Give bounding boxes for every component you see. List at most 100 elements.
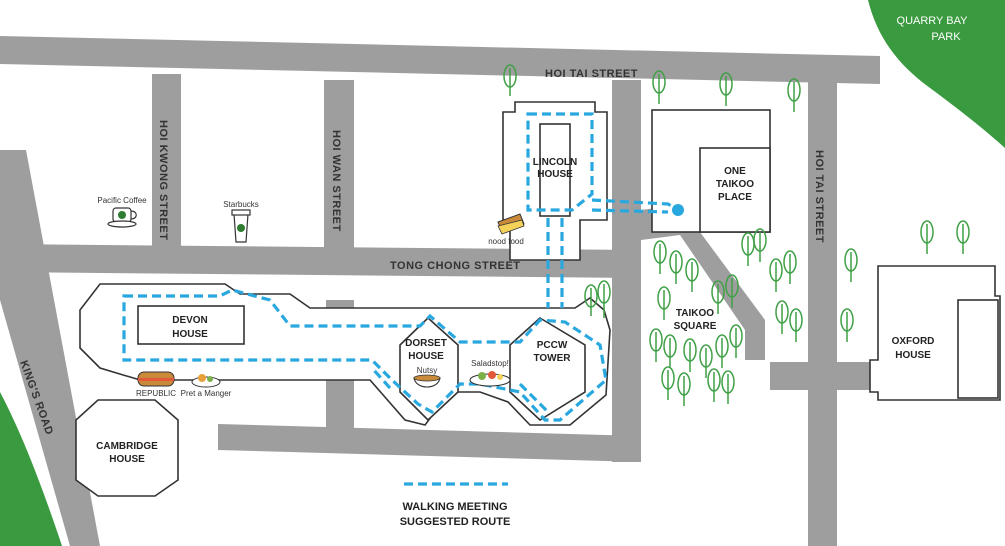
food-icons [107,207,525,388]
taikoo-square-label-1: TAIKOO [676,308,714,319]
tree-icon [503,64,517,96]
nood-food-label: nood food [488,237,524,246]
hoi-tai-street-label: HOI TAI STREET [545,68,638,80]
tree-icon [920,220,934,254]
oxford-link-road [770,362,870,390]
south-road [218,424,641,462]
legend-line-1: WALKING MEETING [402,501,507,513]
pccw-tower-label-2: TOWER [533,353,571,364]
one-taikoo-place [699,147,771,233]
tree-icon [769,258,783,292]
starbucks-label: Starbucks [223,200,259,209]
republic-label: REPUBLIC [136,389,176,398]
one-taikoo-label-1: ONE [724,166,746,177]
tree-icon [715,334,729,368]
saladstop-label: Saladstop! [471,359,509,368]
bowl-icon [413,374,441,388]
devon-house-label-2: HOUSE [172,329,208,340]
quarry-bay-park-label-2: PARK [931,31,961,43]
tree-icon [669,250,683,284]
tree-icon [719,72,733,106]
oxford-house-annex [957,299,999,399]
tree-icon [707,368,721,402]
cambridge-house [75,399,179,497]
trees [503,64,970,406]
tree-icon [597,280,611,318]
legend: WALKING MEETING SUGGESTED ROUTE [400,482,511,528]
dorset-house-label-1: DORSET [405,338,447,349]
salad-plate-icon [469,371,511,387]
hoi-tai-street-vertical-label: HOI TAI STREET [813,150,825,243]
taikoo-square-label-2: SQUARE [674,321,717,332]
hoi-tai-street-vertical-road [808,80,837,546]
coffee-cup-icon [107,207,137,228]
tree-icon [844,248,858,282]
food-plate-icon [191,374,221,388]
tree-icon [652,70,666,104]
quarry-bay-park-label-1: QUARRY BAY [897,15,969,27]
pccw-tower-label-1: PCCW [537,340,568,351]
route-to-one-taikoo [591,198,679,214]
lincoln-house-label-1: LINCOLN [533,157,577,168]
tree-icon [783,250,797,284]
route-end-marker [672,204,684,216]
tree-icon [721,370,735,404]
cambridge-house-label-2: HOUSE [109,454,145,465]
one-taikoo-label-2: TAIKOO [716,179,754,190]
nutsy-label: Nutsy [417,366,437,375]
cambridge-house-label-1: CAMBRIDGE [96,441,158,452]
buildings [75,101,1001,497]
route-link-bridge [546,218,564,308]
kings-road [0,150,100,546]
tree-icon [787,78,801,112]
tree-icon [699,344,713,378]
tree-icon [840,308,854,342]
oxford-house-label-2: HOUSE [895,350,931,361]
tree-icon [653,240,667,274]
lincoln-house-label-2: HOUSE [537,169,573,180]
devon-house [137,305,245,345]
tree-icon [685,258,699,292]
pret-label: Pret a Manger [181,389,232,398]
lincoln-house-inner [539,123,571,217]
walking-route [122,112,679,422]
tree-icon [661,366,675,400]
legend-line-2: SUGGESTED ROUTE [400,516,511,528]
takeaway-cup-icon [231,209,251,243]
devon-house-label-1: DEVON [172,315,208,326]
hoi-kwong-street-label: HOI KWONG STREET [157,120,169,240]
dorset-house [399,316,459,422]
tree-icon [729,324,743,358]
roads [0,36,880,546]
tree-icon [663,334,677,368]
oxford-house-label-1: OXFORD [892,336,935,347]
pacific-coffee-label: Pacific Coffee [97,196,147,205]
hoi-wan-street-road [324,80,354,248]
tree-icon [657,286,671,320]
tree-icon [584,284,598,316]
tree-icon [683,338,697,372]
tree-icon [789,308,803,342]
pccw-tower [509,317,586,422]
tree-icon [775,300,789,334]
tree-icon [956,220,970,254]
east-vertical-road [612,80,641,462]
tree-icon [649,328,663,362]
kings-road-park [0,392,62,546]
sandwich-icon [137,371,175,387]
dorset-house-label-2: HOUSE [408,351,444,362]
hoi-wan-street-label: HOI WAN STREET [330,130,342,232]
route-lincoln-loop [526,112,594,212]
tree-icon [711,280,725,314]
tree-icon [725,274,739,308]
tree-icon [753,228,767,262]
tree-icon [741,232,755,266]
route-extra-segments [370,366,550,414]
hoi-tai-street-road [0,36,880,84]
tong-chong-street-road [0,244,640,278]
tree-icon [677,372,691,406]
tong-chong-street-label: TONG CHONG STREET [390,260,521,272]
one-taikoo-label-3: PLACE [718,192,752,203]
